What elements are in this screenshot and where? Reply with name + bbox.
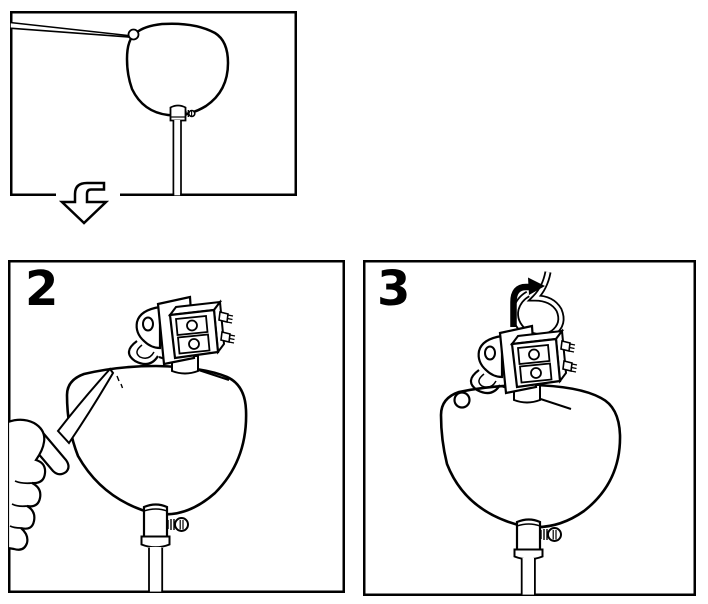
cord-grip-stem — [513, 518, 562, 561]
canopy-notch — [453, 391, 471, 409]
strain-screw-icon — [174, 517, 189, 532]
terminal-block-assembly — [127, 295, 236, 381]
canopy-notch — [127, 28, 140, 41]
wire-probe-icon — [10, 21, 130, 38]
step-2-label: 2 — [25, 261, 58, 317]
lamp-canopy — [125, 22, 230, 117]
lamp-canopy — [65, 364, 248, 516]
step-3-panel: 3 — [363, 260, 696, 596]
step-2-drawing — [8, 260, 345, 593]
step-3-label: 3 — [377, 261, 410, 317]
bracket-ear-hole — [142, 316, 154, 332]
terminal-screws — [218, 311, 236, 344]
knife-icon — [56, 367, 115, 445]
down-arrow-shape — [58, 181, 110, 225]
lamp-cord — [172, 120, 182, 196]
step-2-panel: 2 — [8, 260, 345, 593]
strain-screw-icon — [547, 527, 562, 542]
cord-grip-stem — [169, 104, 196, 122]
step-1-drawing — [10, 11, 297, 196]
gripping-hand-icon — [8, 418, 47, 551]
step-3-drawing — [363, 260, 696, 596]
hanging-loop — [127, 340, 159, 366]
down-arrow-icon — [56, 168, 120, 226]
step-1-panel — [10, 11, 297, 196]
lamp-cord — [520, 558, 536, 595]
pry-marks — [116, 375, 124, 389]
hook-direction-arrow-icon — [510, 277, 545, 327]
lamp-cord — [148, 547, 164, 592]
